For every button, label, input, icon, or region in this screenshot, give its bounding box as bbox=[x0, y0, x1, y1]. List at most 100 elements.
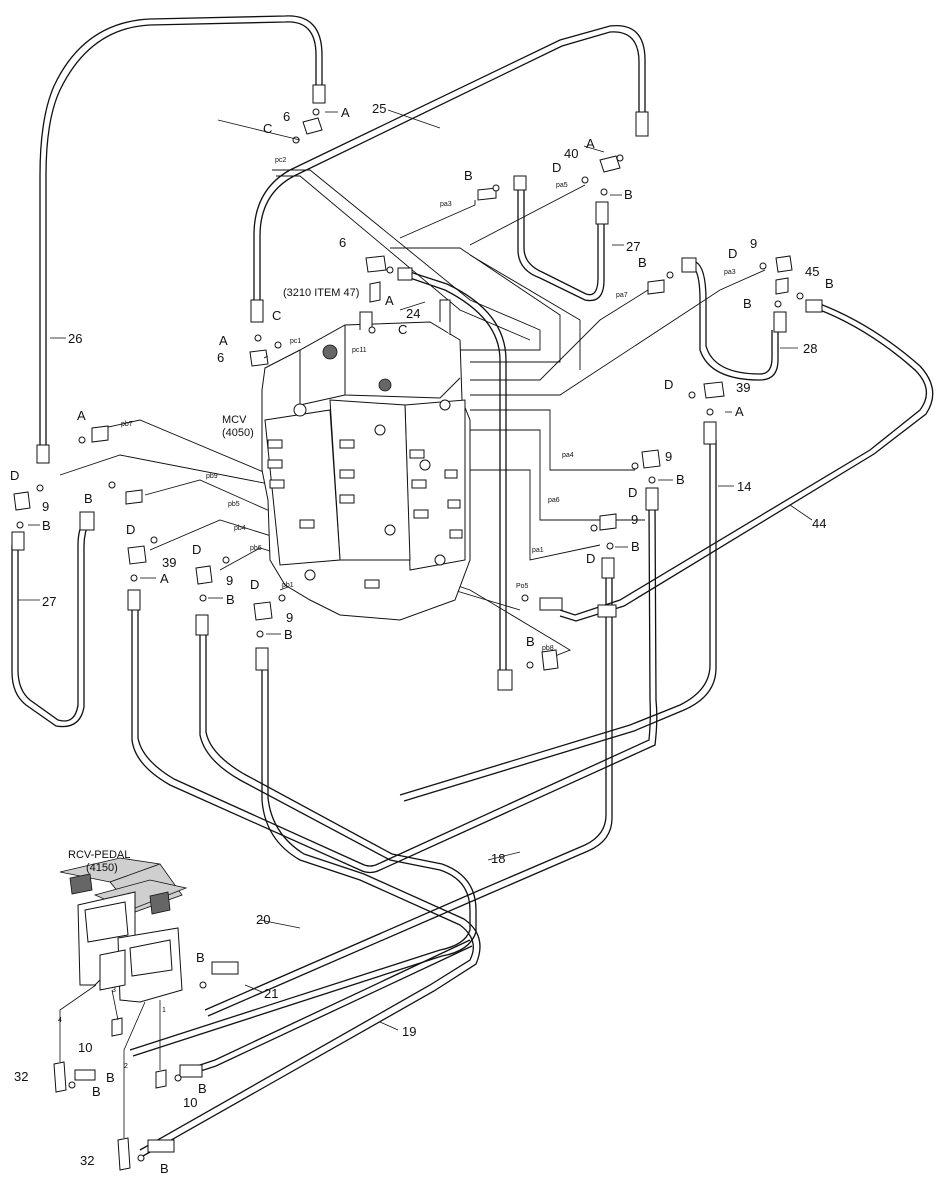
letter-a: A bbox=[735, 404, 744, 419]
port-label: pb5 bbox=[228, 501, 240, 508]
hose-20 bbox=[131, 504, 658, 874]
letter-a: A bbox=[341, 105, 350, 120]
letter-a: A bbox=[586, 136, 595, 151]
item-9-mid-1: 9 bbox=[226, 573, 233, 588]
letter-b: B bbox=[284, 627, 293, 642]
port-label: pb8 bbox=[542, 645, 554, 652]
letter-b: B bbox=[92, 1084, 101, 1099]
letter-b: B bbox=[743, 296, 752, 311]
letter-d: D bbox=[192, 542, 201, 557]
letter-a: A bbox=[160, 571, 169, 586]
mcv-name-label: MCV bbox=[222, 414, 247, 426]
item-27-left: 27 bbox=[42, 594, 56, 609]
letter-b: B bbox=[638, 255, 647, 270]
item-6-mid: 6 bbox=[339, 235, 346, 250]
labels: MCV (4050) RCV-PEDAL (4150) (3210 ITEM 4… bbox=[10, 101, 834, 1176]
letter-c: C bbox=[398, 322, 407, 337]
item-27-top: 27 bbox=[626, 239, 640, 254]
item-9-right-2: 9 bbox=[631, 512, 638, 527]
letter-b: B bbox=[198, 1081, 207, 1096]
mcv-code-label: (4050) bbox=[222, 427, 254, 439]
letter-d: D bbox=[586, 551, 595, 566]
hose-18 bbox=[204, 570, 607, 1011]
item-6-top: 6 bbox=[283, 109, 290, 124]
port-label: pb7 bbox=[121, 421, 133, 428]
letter-d: D bbox=[628, 485, 637, 500]
letter-b: B bbox=[676, 472, 685, 487]
port-label: pa4 bbox=[562, 452, 574, 459]
item-9-left: 9 bbox=[42, 499, 49, 514]
port-label: pa6 bbox=[548, 497, 560, 504]
item-10-right: 10 bbox=[183, 1095, 197, 1110]
letter-b: B bbox=[624, 187, 633, 202]
letter-b: B bbox=[84, 491, 93, 506]
letter-d: D bbox=[552, 160, 561, 175]
hose-27-top bbox=[517, 185, 605, 302]
letter-d: D bbox=[250, 577, 259, 592]
letter-b: B bbox=[42, 518, 51, 533]
item-32-lower: 32 bbox=[80, 1153, 94, 1168]
pedal-leads bbox=[59, 984, 161, 1138]
port-label: pa3 bbox=[724, 269, 736, 276]
letter-b: B bbox=[631, 539, 640, 554]
hose-27-left bbox=[17, 519, 85, 722]
letter-b: B bbox=[196, 950, 205, 965]
item-14: 14 bbox=[737, 479, 751, 494]
item-18: 18 bbox=[491, 851, 505, 866]
letter-a: A bbox=[77, 408, 86, 423]
item-9-mid-2: 9 bbox=[286, 610, 293, 625]
item-19: 19 bbox=[402, 1024, 416, 1039]
port-label: pa3 bbox=[440, 201, 452, 208]
item-21: 21 bbox=[264, 986, 278, 1001]
item-25: 25 bbox=[372, 101, 386, 116]
hose-14 bbox=[399, 440, 711, 796]
port-label: Po5 bbox=[516, 583, 529, 590]
item-44: 44 bbox=[812, 516, 826, 531]
port-label: pc1 bbox=[290, 338, 301, 345]
item-20: 20 bbox=[256, 912, 270, 927]
pedal-port-label: 3 bbox=[112, 987, 116, 994]
pedal-port-label: 2 bbox=[124, 1063, 128, 1070]
hose-28 bbox=[689, 264, 779, 381]
letter-b: B bbox=[106, 1070, 115, 1085]
item-40: 40 bbox=[564, 146, 578, 161]
pedal-port-label: 4 bbox=[58, 1017, 62, 1024]
rcv-name-label: RCV-PEDAL bbox=[68, 849, 130, 861]
port-label: pc11 bbox=[352, 347, 367, 354]
item-9-right-1: 9 bbox=[665, 449, 672, 464]
letter-d: D bbox=[10, 468, 19, 483]
port-label: pb1 bbox=[282, 582, 294, 589]
leaders bbox=[18, 109, 813, 1031]
hose-26 bbox=[45, 21, 317, 455]
item-6-left: 6 bbox=[217, 350, 224, 365]
letter-c: C bbox=[263, 121, 272, 136]
letter-b: B bbox=[825, 276, 834, 291]
letter-b: B bbox=[464, 168, 473, 183]
item-26: 26 bbox=[68, 331, 82, 346]
item-39-right: 39 bbox=[736, 380, 750, 395]
port-label: pb9 bbox=[206, 473, 218, 480]
item-24: 24 bbox=[406, 306, 420, 321]
item-32-upper: 32 bbox=[14, 1069, 28, 1084]
port-label: pa5 bbox=[556, 182, 568, 189]
port-label: pa7 bbox=[616, 292, 628, 299]
hoses bbox=[11, 15, 934, 1157]
hose-25 bbox=[253, 24, 646, 310]
hose-19 bbox=[139, 670, 474, 1151]
fittings bbox=[11, 84, 823, 1171]
reference-note: (3210 ITEM 47) bbox=[283, 287, 359, 299]
item-39-left: 39 bbox=[162, 555, 176, 570]
item-10-left: 10 bbox=[78, 1040, 92, 1055]
letter-d: D bbox=[126, 522, 135, 537]
item-9-top-right: 9 bbox=[750, 236, 757, 251]
letter-b: B bbox=[226, 592, 235, 607]
letter-a: A bbox=[385, 293, 394, 308]
mcv-valve-body bbox=[261, 299, 471, 621]
letter-b: B bbox=[160, 1161, 169, 1176]
hose-44 bbox=[559, 309, 927, 616]
port-label: pb4 bbox=[234, 525, 246, 532]
letter-leaders bbox=[28, 111, 732, 635]
letter-c: C bbox=[272, 308, 281, 323]
item-28: 28 bbox=[803, 341, 817, 356]
